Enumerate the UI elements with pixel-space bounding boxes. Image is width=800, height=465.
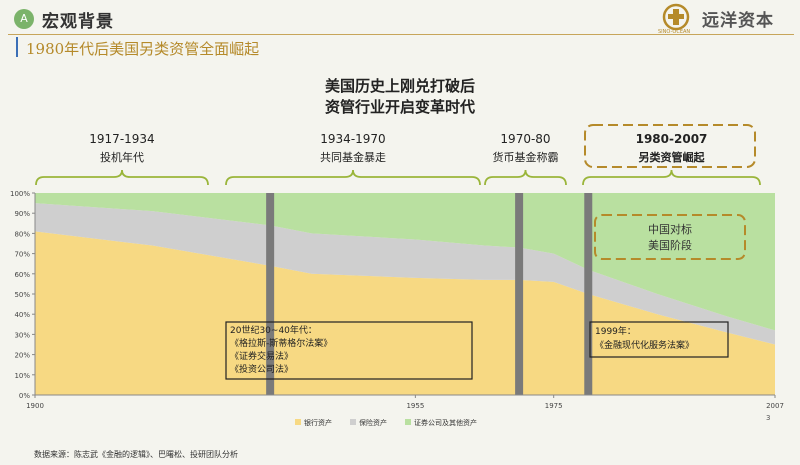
annotation-1930s-line-4: 《投资公司法》: [230, 363, 293, 375]
source-text: 数据来源：陈志武《金融的逻辑》、巴曙松、投研团队分析: [34, 450, 238, 459]
era-bracket-1: [35, 169, 209, 186]
annotation-1999-line-1: 1999年：: [595, 325, 636, 337]
main-title-line-1: 美国历史上刚兑打破后: [324, 77, 475, 95]
era-labels: 1917-1934 投机年代 1934-1970 共同基金暴走 1970-80 货币基金称…: [35, 124, 761, 186]
y-tick-label: 30%: [14, 331, 30, 339]
title-accent-bar: [16, 37, 18, 57]
legend-label-3: 证券公司及其他资产: [414, 418, 477, 427]
china-callout-line-2: 美国阶段: [648, 238, 692, 252]
era-label-2: 共同基金暴走: [320, 150, 386, 164]
era-years-1: 1917-1934: [89, 132, 154, 146]
era-label-4: 另类资管崛起: [639, 150, 706, 164]
y-tick-label: 10%: [14, 372, 30, 380]
area-insurance-assets: [35, 203, 775, 345]
era-divider-1: [266, 193, 275, 395]
y-tick-label: 20%: [14, 352, 30, 360]
y-tick-label: 60%: [14, 271, 30, 279]
china-callout-box: [594, 214, 746, 260]
y-tick-label: 40%: [14, 311, 30, 319]
legend-label-1: 银行资产: [304, 418, 332, 427]
era-divider-2: [515, 193, 524, 395]
x-tick-label: 1900: [26, 402, 44, 410]
legend-swatch-3: [405, 419, 411, 425]
y-tick-label: 50%: [14, 291, 30, 299]
chart-annotations: 中国对标美国阶段20世纪30~40年代：《格拉斯-斯蒂格尔法案》《证券交易法》《…: [225, 214, 746, 380]
brand-sub: SINO-OCEAN: [658, 29, 691, 35]
page-title: 1980年代后美国另类资管全面崛起: [26, 40, 260, 58]
annotation-1930s-box: [225, 321, 473, 380]
brand-logo-icon: [662, 3, 690, 31]
era-years-3: 1970-80: [500, 132, 550, 146]
y-tick-label: 0%: [19, 392, 30, 400]
section-title: 宏观背景: [42, 12, 114, 32]
era-years-4: 1980-2007: [636, 132, 708, 146]
header-divider: [8, 34, 794, 35]
y-tick-label: 100%: [10, 190, 30, 198]
x-tick-label: 1975: [545, 402, 563, 410]
main-title-line-2: 资管行业开启变革时代: [324, 98, 475, 116]
era-dividers: [266, 193, 593, 395]
x-tick-label: 1955: [406, 402, 424, 410]
annotation-1930s-line-3: 《证券交易法》: [230, 350, 293, 362]
annotation-1999-line-2: 《金融现代化服务法案》: [595, 339, 694, 351]
chart-legend: 银行资产 保险资产 证券公司及其他资产: [295, 418, 477, 427]
era-bracket-4: [582, 169, 761, 186]
era-bracket-2: [225, 169, 481, 186]
legend-swatch-2: [350, 419, 356, 425]
x-tick-label: 2007: [766, 402, 784, 410]
y-tick-label: 70%: [14, 251, 30, 259]
era-highlight-box: [584, 124, 756, 168]
china-callout-line-1: 中国对标: [648, 222, 692, 236]
legend-swatch-1: [295, 419, 301, 425]
page-number: 3: [766, 414, 771, 422]
y-tick-label: 80%: [14, 230, 30, 238]
era-divider-3: [584, 193, 593, 395]
section-badge: A: [14, 9, 34, 29]
annotation-1930s-line-1: 20世纪30~40年代：: [230, 324, 317, 336]
era-label-1: 投机年代: [100, 150, 144, 164]
y-tick-label: 90%: [14, 210, 30, 218]
legend-label-2: 保险资产: [359, 418, 387, 427]
main-title: 美国历史上刚兑打破后 资管行业开启变革时代: [250, 76, 550, 118]
chart-axes: 0% 10% 20% 30% 40% 50% 60% 70% 80% 90% 100% 1900 195…: [10, 190, 784, 410]
annotation-1999-box: [589, 321, 729, 358]
era-years-2: 1934-1970: [320, 132, 385, 146]
era-bracket-3: [484, 169, 567, 186]
era-label-3: 货币基金称霸: [493, 150, 559, 164]
annotation-1930s-line-2: 《格拉斯-斯蒂格尔法案》: [230, 337, 332, 349]
brand-name: 远洋资本: [702, 11, 774, 31]
